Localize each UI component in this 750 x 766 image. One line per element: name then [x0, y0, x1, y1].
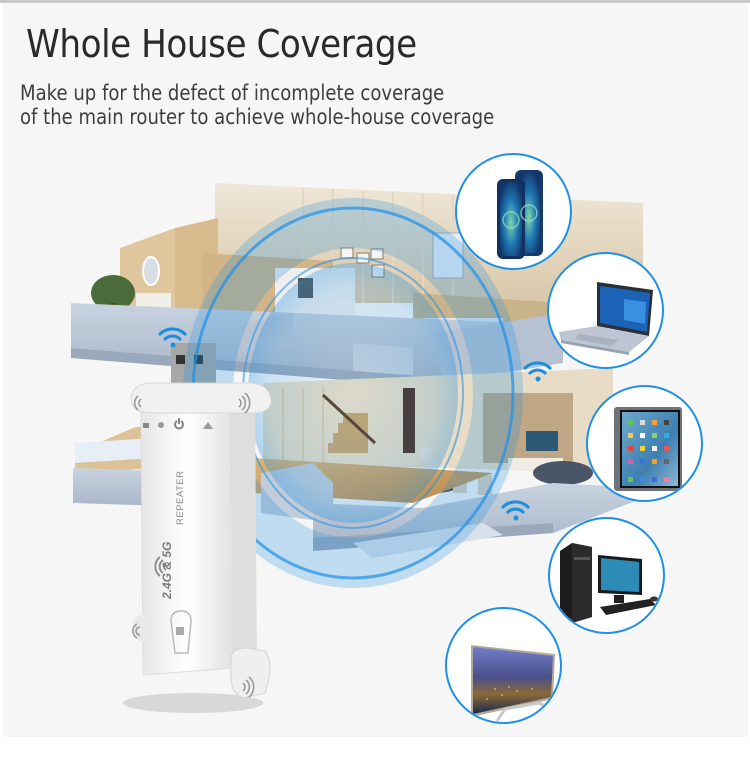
band-label: 2.4G & 5G — [160, 541, 174, 599]
wifi-repeater-device — [123, 382, 272, 713]
smartphone-circle — [455, 153, 572, 270]
subtitle: Make up for the defect of incomplete cov… — [20, 81, 494, 129]
wifi-icon — [158, 327, 187, 341]
television-circle — [445, 607, 562, 724]
subtitle-line-2: of the main router to achieve whole-hous… — [20, 105, 495, 129]
desktop-pc-icon — [560, 543, 658, 623]
desktop-pc-circle — [548, 517, 665, 634]
page-title: Whole House Coverage — [26, 22, 417, 66]
top-border — [0, 0, 750, 3]
tv-icon — [471, 645, 555, 722]
laptop-icon — [559, 282, 653, 355]
subtitle-line-1: Make up for the defect of incomplete cov… — [20, 81, 445, 105]
laptop-circle — [547, 252, 664, 369]
house-cutaway-illustration — [71, 183, 643, 713]
tablet-icon — [614, 407, 682, 491]
repeater-model-label: REPEATER — [175, 470, 186, 525]
smartphone-icon — [497, 170, 543, 259]
banner-panel: Whole House Coverage Make up for the def… — [3, 3, 748, 737]
tablet-circle — [586, 385, 703, 502]
